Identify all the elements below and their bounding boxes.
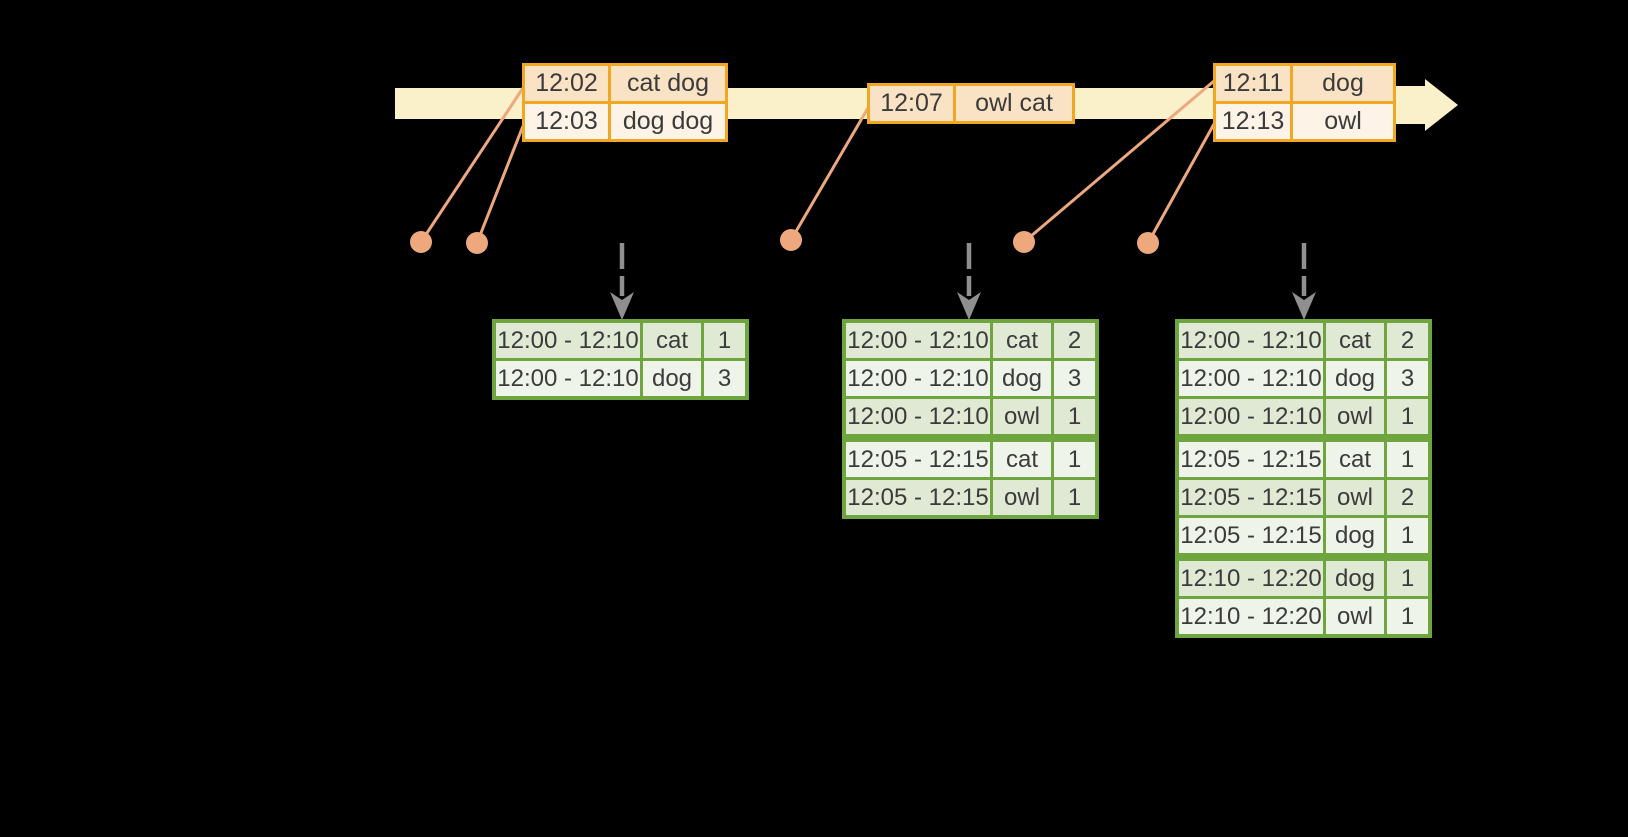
window-cell: 12:00 - 12:10 [846, 361, 990, 396]
event-connector-line [789, 107, 870, 241]
event-dot [1137, 232, 1159, 254]
event-words-cell: cat dog [611, 66, 725, 101]
word-cell: owl [1326, 599, 1384, 634]
count-cell: 1 [1054, 442, 1095, 477]
event-dot [780, 229, 802, 251]
word-cell: cat [1326, 442, 1384, 477]
count-cell: 1 [1054, 399, 1095, 434]
event-time-cell: 12:07 [870, 86, 953, 121]
word-cell: dog [1326, 361, 1384, 396]
event-words-cell: dog dog [611, 104, 725, 139]
word-cell: owl [993, 399, 1051, 434]
word-cell: dog [1326, 518, 1384, 553]
event-connector-line [1146, 123, 1216, 244]
window-cell: 12:05 - 12:15 [846, 442, 990, 477]
count-cell: 3 [704, 361, 745, 396]
count-cell: 1 [1387, 399, 1428, 434]
count-cell: 1 [704, 323, 745, 358]
event-connector-line [475, 125, 525, 244]
count-cell: 1 [1387, 561, 1428, 596]
count-cell: 1 [1387, 518, 1428, 553]
window-cell: 12:00 - 12:10 [496, 361, 640, 396]
word-cell: cat [643, 323, 701, 358]
window-cell: 12:05 - 12:15 [1179, 480, 1323, 515]
count-cell: 2 [1387, 323, 1428, 358]
timeline-arrowhead-icon [1425, 79, 1458, 131]
window-cell: 12:05 - 12:15 [846, 480, 990, 515]
word-cell: dog [1326, 561, 1384, 596]
event-words-cell: owl [1293, 104, 1393, 139]
window-cell: 12:00 - 12:10 [846, 323, 990, 358]
trigger-arrow-icon [610, 243, 634, 320]
event-words-cell: dog [1293, 66, 1393, 101]
count-cell: 1 [1387, 599, 1428, 634]
word-cell: dog [993, 361, 1051, 396]
trigger-arrow-icon [1292, 243, 1316, 320]
window-cell: 12:00 - 12:10 [1179, 361, 1323, 396]
window-cell: 12:00 - 12:10 [846, 399, 990, 434]
window-cell: 12:10 - 12:20 [1179, 561, 1323, 596]
count-cell: 1 [1054, 480, 1095, 515]
word-cell: cat [993, 442, 1051, 477]
count-cell: 3 [1054, 361, 1095, 396]
count-cell: 3 [1387, 361, 1428, 396]
count-cell: 1 [1387, 442, 1428, 477]
event-dot [1013, 231, 1035, 253]
event-dot [466, 232, 488, 254]
event-time-cell: 12:03 [525, 104, 608, 139]
event-time-cell: 12:11 [1216, 66, 1290, 101]
word-cell: owl [993, 480, 1051, 515]
window-cell: 12:05 - 12:15 [1179, 442, 1323, 477]
word-cell: dog [643, 361, 701, 396]
window-cell: 12:05 - 12:15 [1179, 518, 1323, 553]
event-words-cell: owl cat [956, 86, 1072, 121]
word-cell: cat [993, 323, 1051, 358]
event-connector-line [419, 87, 525, 243]
trigger-arrow-icon [957, 243, 981, 320]
event-time-cell: 12:02 [525, 66, 608, 101]
event-time-cell: 12:13 [1216, 104, 1290, 139]
count-cell: 2 [1387, 480, 1428, 515]
event-connector-line [1023, 79, 1215, 244]
window-cell: 12:10 - 12:20 [1179, 599, 1323, 634]
window-cell: 12:00 - 12:10 [496, 323, 640, 358]
count-cell: 2 [1054, 323, 1095, 358]
window-cell: 12:00 - 12:10 [1179, 323, 1323, 358]
word-cell: owl [1326, 399, 1384, 434]
word-cell: cat [1326, 323, 1384, 358]
word-cell: owl [1326, 480, 1384, 515]
window-cell: 12:00 - 12:10 [1179, 399, 1323, 434]
event-dot [410, 231, 432, 253]
timeline-arrow-shaft [1393, 86, 1426, 124]
